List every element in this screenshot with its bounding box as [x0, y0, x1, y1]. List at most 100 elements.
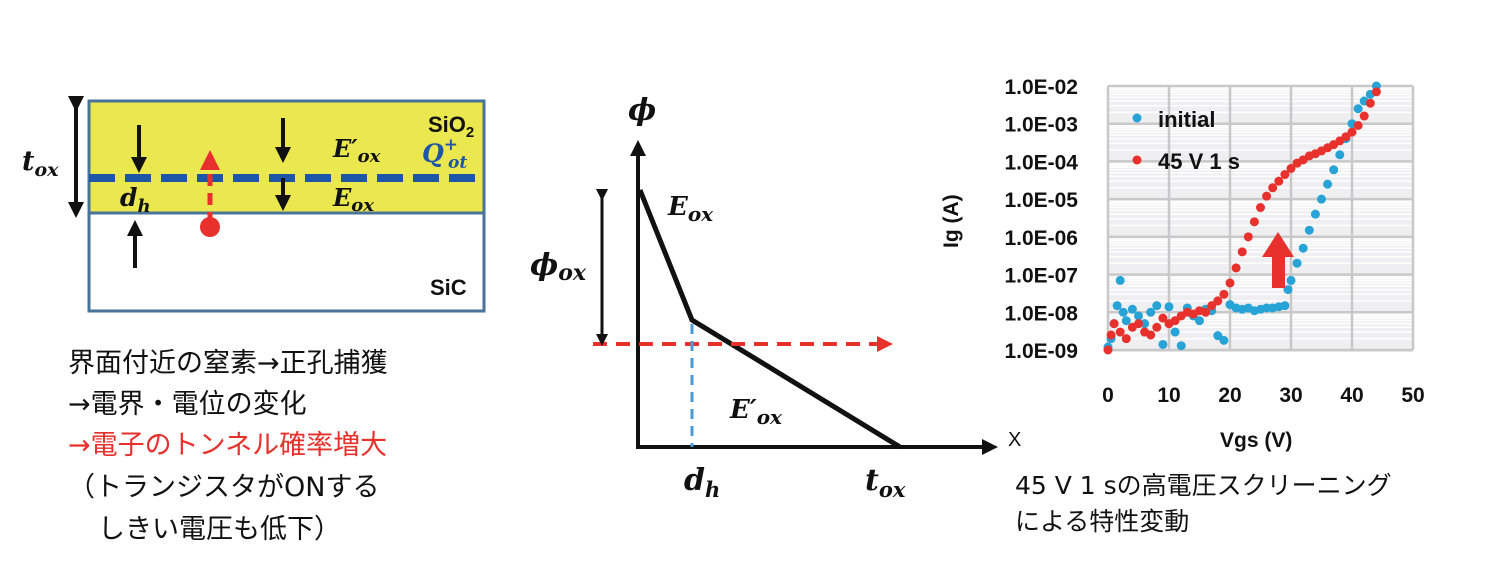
point-initial	[1158, 339, 1168, 349]
y-tick-label: 1.0E-08	[1004, 302, 1078, 325]
point-initial	[1219, 335, 1229, 345]
point-45v-1s	[1262, 191, 1272, 201]
y-axis-title: Ig (A)	[940, 194, 963, 248]
point-initial	[1127, 304, 1137, 314]
point-initial	[1112, 301, 1122, 311]
point-initial	[1176, 341, 1186, 351]
point-45v-1s	[1103, 345, 1113, 355]
x-tick-label: 30	[1279, 384, 1302, 407]
point-initial	[1213, 331, 1223, 341]
explanation-line-1: 界面付近の窒素→正孔捕獲	[68, 348, 388, 379]
point-initial	[1121, 316, 1131, 326]
explanation-line-4: （トランジスタがONする	[68, 472, 379, 503]
legend-marker-45v	[1132, 155, 1142, 165]
point-45v-1s	[1207, 301, 1217, 311]
point-45v-1s	[1359, 111, 1369, 121]
potential-curve	[637, 189, 902, 450]
legend-label-45v: 45 V 1 s	[1158, 149, 1240, 174]
band-diagram: ϕ ϕox Eox E′ox dh tox X	[530, 93, 1021, 502]
y-tick-label: 1.0E-03	[1004, 114, 1078, 137]
explanation-line-2: →電界・電位の変化	[68, 389, 307, 420]
point-45v-1s	[1201, 307, 1211, 317]
point-initial	[1170, 327, 1180, 337]
x-axis-title: Vgs (V)	[1220, 429, 1292, 452]
dh-axis-label: dh	[684, 463, 720, 502]
point-45v-1s	[1280, 170, 1290, 180]
point-initial	[1353, 104, 1363, 114]
point-45v-1s	[1341, 132, 1351, 142]
ig-vgs-chart: 1.0E-02 1.0E-03 1.0E-04 1.0E-05 1.0E-06 1.0E-…	[940, 76, 1425, 452]
y-tick-label: 1.0E-02	[1004, 76, 1078, 99]
point-45v-1s	[1353, 120, 1363, 130]
x-tick-label: 50	[1401, 384, 1424, 407]
point-45v-1s	[1243, 232, 1253, 242]
y-tick-label: 1.0E-09	[1004, 340, 1078, 363]
point-45v-1s	[1237, 247, 1247, 257]
e-ox-slope-label: Eox	[667, 192, 714, 226]
e-prime-ox-label: E′ox	[332, 134, 381, 167]
point-initial	[1146, 307, 1156, 317]
x-tick-label: 40	[1340, 384, 1363, 407]
tox-label: tox	[22, 146, 59, 181]
caption-line-1: 45 V 1 sの高電圧スクリーニング	[1015, 471, 1392, 500]
x-tick-label: 0	[1102, 384, 1114, 407]
explanation-line-5: しきい電圧も低下）	[98, 514, 341, 545]
y-tick-label: 1.0E-07	[1004, 265, 1078, 288]
point-45v-1s	[1268, 183, 1278, 193]
point-initial	[1134, 311, 1143, 321]
point-initial	[1292, 258, 1302, 268]
sio2-label: SiO2	[428, 112, 474, 141]
point-45v-1s	[1286, 163, 1296, 173]
point-initial	[1323, 179, 1333, 189]
point-45v-1s	[1134, 319, 1143, 329]
shift-arrow-icon	[1262, 232, 1294, 288]
point-initial	[1115, 275, 1125, 285]
chart-caption: 45 V 1 sの高電圧スクリーニング による特性変動	[1015, 471, 1392, 536]
point-initial	[1152, 301, 1162, 311]
phi-label: ϕ	[628, 93, 656, 128]
electron-icon	[200, 217, 220, 237]
caption-line-2: による特性変動	[1015, 507, 1189, 536]
point-45v-1s	[1256, 203, 1265, 213]
x-tick-label: 20	[1218, 384, 1241, 407]
point-45v-1s	[1225, 278, 1235, 288]
point-45v-1s	[1109, 319, 1119, 329]
dh-label: dh	[120, 183, 151, 217]
y-tick-label: 1.0E-05	[1004, 189, 1078, 212]
tox-axis-label: tox	[865, 463, 906, 502]
left-explanation: 界面付近の窒素→正孔捕獲 →電界・電位の変化 →電子のトンネル確率増大 （トラン…	[68, 348, 388, 545]
y-tick-label: 1.0E-06	[1004, 227, 1078, 250]
point-initial	[1118, 307, 1128, 317]
layer-diagram: tox dh SiO2 SiC E′ox Eox Q+ot	[22, 96, 486, 313]
point-initial	[1298, 243, 1308, 253]
point-45v-1s	[1106, 330, 1116, 340]
point-initial	[1283, 285, 1293, 295]
point-45v-1s	[1152, 322, 1162, 332]
point-initial	[1335, 150, 1345, 160]
point-initial	[1280, 301, 1290, 311]
y-tick-labels: 1.0E-02 1.0E-03 1.0E-04 1.0E-05 1.0E-06 1.0E-…	[1004, 76, 1078, 363]
x-axis-label: X	[1008, 429, 1021, 451]
point-45v-1s	[1371, 87, 1381, 97]
qot-label: Q+ot	[422, 135, 467, 173]
point-45v-1s	[1274, 176, 1284, 186]
y-tick-label: 1.0E-04	[1004, 151, 1078, 174]
point-initial	[1164, 302, 1174, 312]
point-45v-1s	[1170, 316, 1180, 326]
e-ox-label: Eox	[332, 183, 374, 216]
point-initial	[1195, 316, 1204, 326]
legend-label-initial: initial	[1158, 107, 1215, 132]
point-45v-1s	[1213, 296, 1223, 306]
point-45v-1s	[1365, 98, 1375, 108]
device-outline	[87, 99, 486, 313]
point-initial	[1310, 209, 1320, 219]
e-prime-ox-slope-label: E′ox	[729, 395, 783, 429]
point-45v-1s	[1146, 330, 1156, 340]
phi-ox-label: ϕox	[530, 248, 587, 286]
explanation-line-3: →電子のトンネル確率増大	[68, 430, 387, 461]
point-45v-1s	[1231, 263, 1241, 273]
point-initial	[1286, 275, 1296, 285]
point-45v-1s	[1121, 334, 1131, 344]
